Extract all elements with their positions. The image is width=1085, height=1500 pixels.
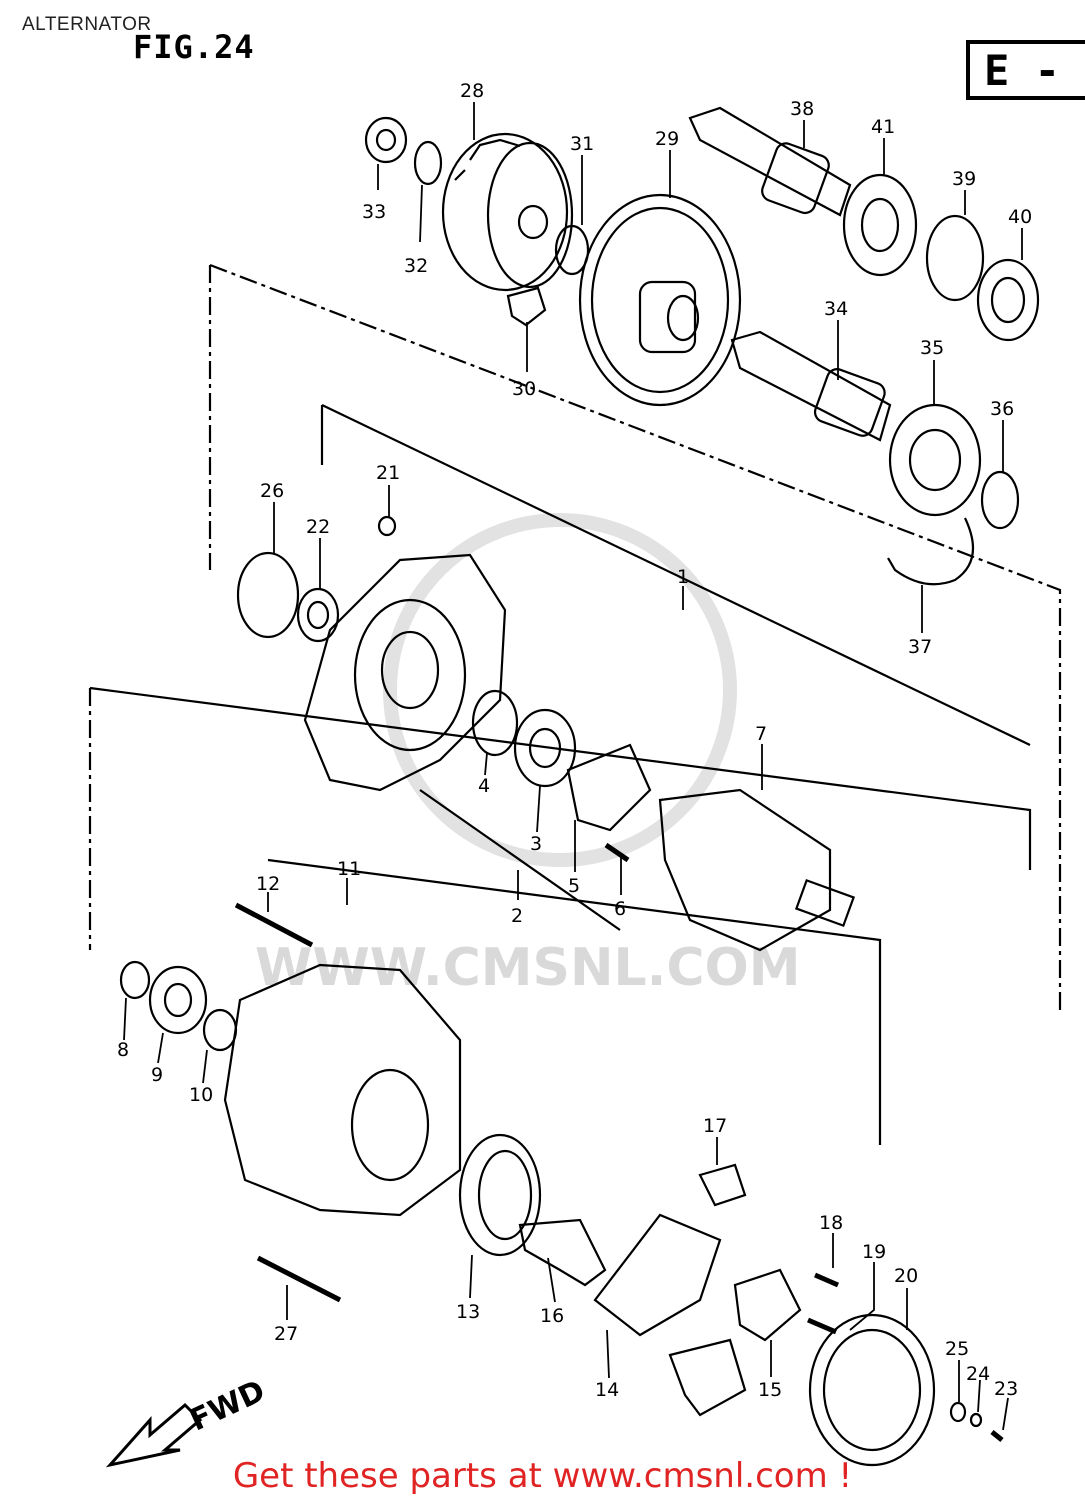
assembly-line-top xyxy=(209,263,1062,1010)
part-18-screw xyxy=(814,1272,839,1288)
part-4-washer xyxy=(471,689,519,757)
part-9-bearing xyxy=(148,965,208,1035)
part-2-rear-housing xyxy=(303,553,507,792)
part-21-nut xyxy=(377,515,397,537)
callout-41: 41 xyxy=(871,116,895,138)
part-26-o-ring xyxy=(236,551,300,639)
callout-12: 12 xyxy=(256,873,280,895)
part-35-bearing xyxy=(888,403,982,517)
part-7-rotor xyxy=(658,788,856,952)
part-17-connector xyxy=(698,1163,747,1207)
callout-37: 37 xyxy=(908,636,932,658)
page-title: ALTERNATOR xyxy=(22,14,152,35)
callout-9: 9 xyxy=(151,1064,163,1086)
assembly-line-11 xyxy=(267,858,882,1145)
part-19-screw xyxy=(807,1317,837,1335)
region-code: E - xyxy=(984,46,1060,95)
part-5-retainer-plate xyxy=(566,743,652,832)
callout-29: 29 xyxy=(655,128,679,150)
part-29-gear xyxy=(578,193,742,407)
callout-25: 25 xyxy=(945,1338,969,1360)
callout-7: 7 xyxy=(755,723,767,745)
part-34-shaft xyxy=(730,330,892,442)
part-41-bearing xyxy=(842,173,918,277)
part-15-regulator xyxy=(733,1268,802,1342)
part-16-brush-holder xyxy=(518,1218,607,1287)
callout-36: 36 xyxy=(990,398,1014,420)
callout-38: 38 xyxy=(790,98,814,120)
part-31-washer xyxy=(554,224,590,276)
part-37-snap-ring xyxy=(887,517,975,586)
callout-13: 13 xyxy=(456,1301,480,1323)
callout-28: 28 xyxy=(460,80,484,102)
part-28-pulley xyxy=(441,132,574,292)
part-27-through-bolt xyxy=(256,1255,342,1303)
callout-30: 30 xyxy=(512,378,536,400)
assembly-line-2-lower xyxy=(419,789,621,931)
assembly-line-2 xyxy=(89,686,1032,870)
callout-10: 10 xyxy=(189,1084,213,1106)
callout-31: 31 xyxy=(570,133,594,155)
callout-1: 1 xyxy=(677,566,689,588)
callout-17: 17 xyxy=(703,1115,727,1137)
callout-2: 2 xyxy=(511,905,523,927)
callout-6: 6 xyxy=(614,898,626,920)
part-36-circlip xyxy=(980,470,1020,530)
part-38-shaft xyxy=(688,106,852,217)
callout-22: 22 xyxy=(306,516,330,538)
callout-23: 23 xyxy=(994,1378,1018,1400)
leader-lines xyxy=(123,102,1023,1431)
part-24-washer xyxy=(969,1412,983,1428)
part-40-bearing xyxy=(976,258,1040,342)
callout-32: 32 xyxy=(404,255,428,277)
part-6-screw xyxy=(604,842,630,863)
callout-33: 33 xyxy=(362,201,386,223)
callout-5: 5 xyxy=(568,875,580,897)
part-8-washer xyxy=(119,960,151,1000)
callout-24: 24 xyxy=(966,1363,990,1385)
buy-parts-link[interactable]: Get these parts at www.cmsnl.com ! xyxy=(232,1456,853,1496)
figure-label: FIG.24 xyxy=(133,28,255,66)
part-30-key xyxy=(506,286,547,327)
part-23-screw xyxy=(990,1430,1004,1442)
part-20-rear-cover xyxy=(808,1313,936,1467)
fwd-arrow-icon xyxy=(105,1402,203,1468)
callout-4: 4 xyxy=(478,775,490,797)
part-33-nut xyxy=(364,116,408,164)
callout-34: 34 xyxy=(824,298,848,320)
part-22-oil-seal xyxy=(296,587,340,643)
callout-3: 3 xyxy=(530,833,542,855)
callout-8: 8 xyxy=(117,1039,129,1061)
part-3-bearing xyxy=(513,708,577,788)
assembly-line-1 xyxy=(320,404,1031,746)
callout-27: 27 xyxy=(274,1323,298,1345)
callout-26: 26 xyxy=(260,480,284,502)
callout-11: 11 xyxy=(337,858,361,880)
callout-15: 15 xyxy=(758,1379,782,1401)
part-15-regulator-base xyxy=(668,1338,747,1417)
callout-40: 40 xyxy=(1008,206,1032,228)
part-10-seal xyxy=(202,1008,238,1052)
part-13-brush-cover xyxy=(458,1133,542,1257)
part-11-front-housing xyxy=(223,963,462,1217)
fwd-label: FWD xyxy=(184,1373,270,1438)
watermark-text: WWW.CMSNL.COM xyxy=(255,938,800,998)
part-32-washer xyxy=(413,140,443,186)
part-12-stud xyxy=(234,902,314,948)
callout-18: 18 xyxy=(819,1212,843,1234)
region-code-box xyxy=(966,40,1085,100)
callout-19: 19 xyxy=(862,1241,886,1263)
callout-14: 14 xyxy=(595,1379,619,1401)
callout-20: 20 xyxy=(894,1265,918,1287)
callout-39: 39 xyxy=(952,168,976,190)
part-14-rectifier xyxy=(593,1213,722,1337)
part-25-washer xyxy=(949,1401,967,1423)
callout-21: 21 xyxy=(376,462,400,484)
part-39-spacer xyxy=(925,214,985,302)
callout-35: 35 xyxy=(920,337,944,359)
callout-16: 16 xyxy=(540,1305,564,1327)
